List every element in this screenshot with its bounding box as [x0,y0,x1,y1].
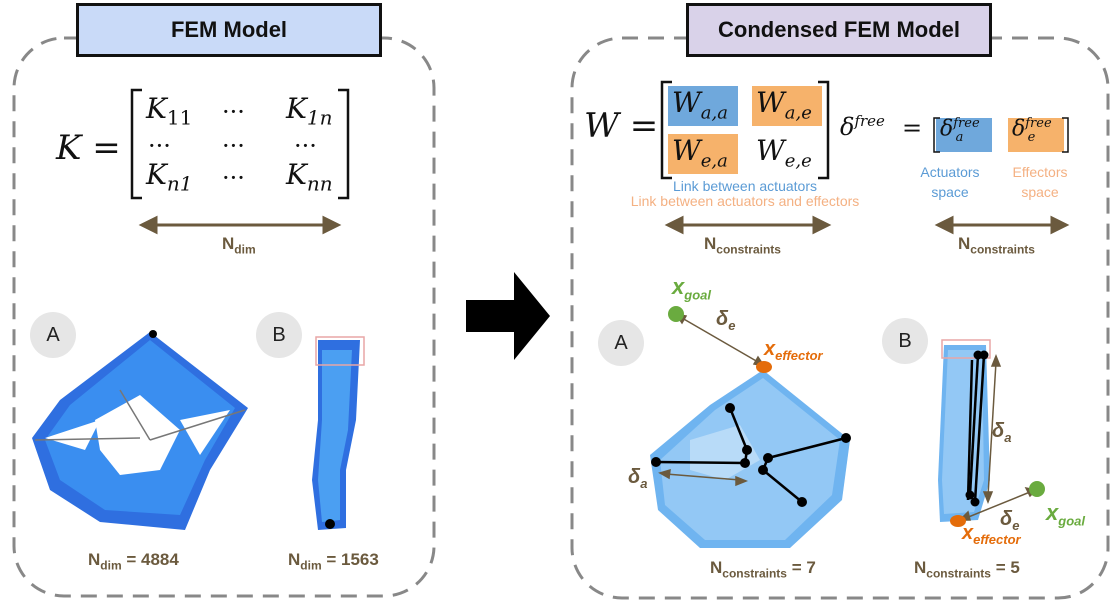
transform-arrow-icon [466,272,550,360]
ndim-double-arrow [138,215,342,235]
fem-model-title: FEM Model [76,3,382,57]
fem-mesh-b [312,336,365,530]
ndim-b-count: Ndim = 1563 [288,550,379,573]
delta-a-free: δfreea [940,116,980,145]
k-row2-dots2: ··· [222,132,245,160]
delta-e-a-label: δe [716,308,736,333]
k-row3-dots: ··· [222,164,245,192]
model-b-label-left: B [256,312,302,358]
w-matrix-brackets [660,80,830,180]
k-row2-dots3: ··· [294,132,317,160]
goal-point-b [1029,481,1045,497]
condensed-mesh-b [938,339,1045,527]
delta-e-highlight [1008,118,1064,152]
ndim-a-count: Ndim = 4884 [88,550,179,573]
link-actuators-effectors-caption: Link between actuators and effectors [630,193,860,209]
condensed-mesh-a [650,306,851,548]
w-ea-highlight [668,134,738,174]
k-matrix-brackets [130,88,350,200]
w-matrix-lhs: W = [584,106,659,146]
effector-point-b [950,515,966,527]
delta-e-free: δfreee [1012,116,1052,145]
delta-equals: = [902,114,923,142]
nconstraints-a-count: Nconstraints = 7 [710,558,816,581]
x-effector-a-label: xeffector [764,338,823,363]
actuator-cables-b [966,354,986,503]
knn: Knn [286,158,333,196]
k-row1-dots: ··· [222,98,245,126]
delta-a-b-label: δa [992,420,1012,445]
nconstraints-right-label: Nconstraints [958,234,1035,257]
delta-e-b-label: δe [1000,508,1020,533]
k11: K11 [146,92,193,130]
actuator-nodes-a [651,403,851,507]
fem-mesh-a [32,330,248,530]
model-a-label-left: A [30,312,76,358]
ndim-label: Ndim [222,234,256,257]
delta-vector-brackets [933,117,1069,153]
effectors-space-caption: Effectors space [1012,164,1068,200]
delta-a-arrow-a [658,468,749,487]
w-ee: We,e [756,134,812,172]
x-goal-a-label: xgoal [672,274,711,303]
nconstraints-left-label: Nconstraints [704,234,781,257]
kn1: Kn1 [146,158,193,196]
w-ae: Wa,e [756,86,812,124]
w-ae-highlight [752,86,822,126]
x-effector-b-label: xeffector [962,522,1021,547]
effector-point-a [756,361,772,373]
actuator-nodes-b [965,350,989,507]
nconstraints-left-double-arrow [664,215,832,235]
goal-point-a [668,306,684,322]
w-ea: We,a [672,134,728,172]
condensed-fem-model-title: Condensed FEM Model [686,3,992,57]
w-aa: Wa,a [672,86,728,124]
model-a-label-right: A [598,320,644,366]
model-b-label-right: B [882,318,928,364]
delta-free: δfree [840,112,885,141]
actuators-space-caption: Actuators space [920,164,980,200]
w-aa-highlight [668,86,738,126]
nconstraints-right-double-arrow [934,215,1070,235]
k-row2-dots1: ··· [148,132,171,160]
k-matrix-lhs: K = [56,128,121,168]
nconstraints-b-count: Nconstraints = 5 [914,558,1020,581]
k1n: K1n [286,92,333,130]
delta-a-a-label: δa [628,466,648,491]
x-goal-b-label: xgoal [1046,500,1085,529]
link-actuators-caption: Link between actuators [673,178,817,194]
delta-a-arrow-b [982,353,1002,505]
delta-a-highlight [936,118,992,152]
